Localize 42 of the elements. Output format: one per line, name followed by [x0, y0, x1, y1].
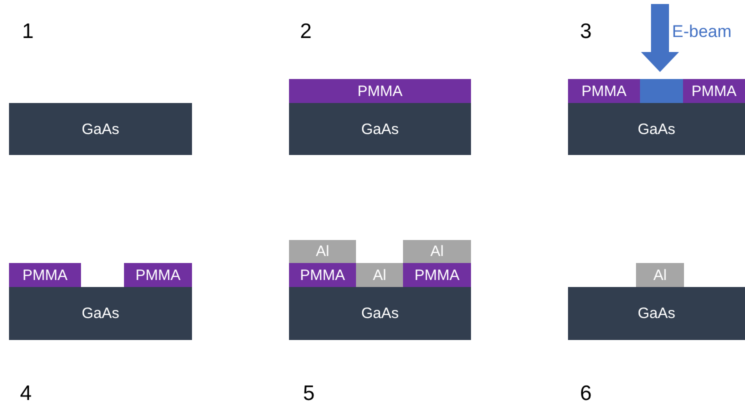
layer-label: PMMA: [692, 82, 736, 100]
resist-layer: [124, 263, 192, 287]
step-number: 1: [22, 20, 34, 44]
resist-layer: [403, 263, 471, 287]
layer-label: PMMA: [136, 266, 180, 284]
metal-layer: [636, 263, 684, 287]
substrate-layer: [289, 287, 471, 340]
layer-label: PMMA: [414, 266, 460, 284]
substrate-layer: [9, 287, 192, 340]
resist-layer: [289, 79, 471, 103]
step-number: 5: [303, 382, 315, 406]
layer-label: GaAs: [638, 305, 676, 322]
metal-layer: [403, 240, 471, 263]
layer-label: GaAs: [82, 305, 120, 322]
layer-label: Al: [430, 243, 444, 260]
layer-label: Al: [316, 243, 330, 260]
layer-label: PMMA: [300, 266, 345, 284]
layer-label: Al: [653, 266, 667, 284]
metal-layer: [356, 263, 403, 287]
layer-label: PMMA: [582, 82, 626, 100]
step-number: 6: [580, 382, 592, 406]
resist-layer: [568, 79, 640, 103]
layer-label: PMMA: [358, 82, 402, 100]
layer-label: PMMA: [22, 266, 68, 284]
substrate-layer: [568, 287, 745, 340]
substrate-layer: [568, 103, 745, 155]
layer-label: Al: [372, 266, 386, 284]
beam-label: E-beam: [672, 22, 732, 42]
step-number: 3: [580, 20, 592, 44]
metal-layer: [289, 240, 356, 263]
layer-label: GaAs: [82, 120, 120, 138]
step-number: 2: [300, 20, 312, 44]
resist-layer: [9, 263, 81, 287]
layer-label: GaAs: [361, 305, 399, 322]
substrate-layer: [289, 103, 471, 155]
layer-label: GaAs: [361, 120, 399, 138]
layer-label: GaAs: [638, 120, 676, 138]
resist-layer: [683, 79, 745, 103]
resist-layer: [289, 263, 356, 287]
substrate-layer: [9, 103, 192, 155]
step-number: 4: [20, 382, 32, 406]
exposed-region: [640, 79, 683, 103]
